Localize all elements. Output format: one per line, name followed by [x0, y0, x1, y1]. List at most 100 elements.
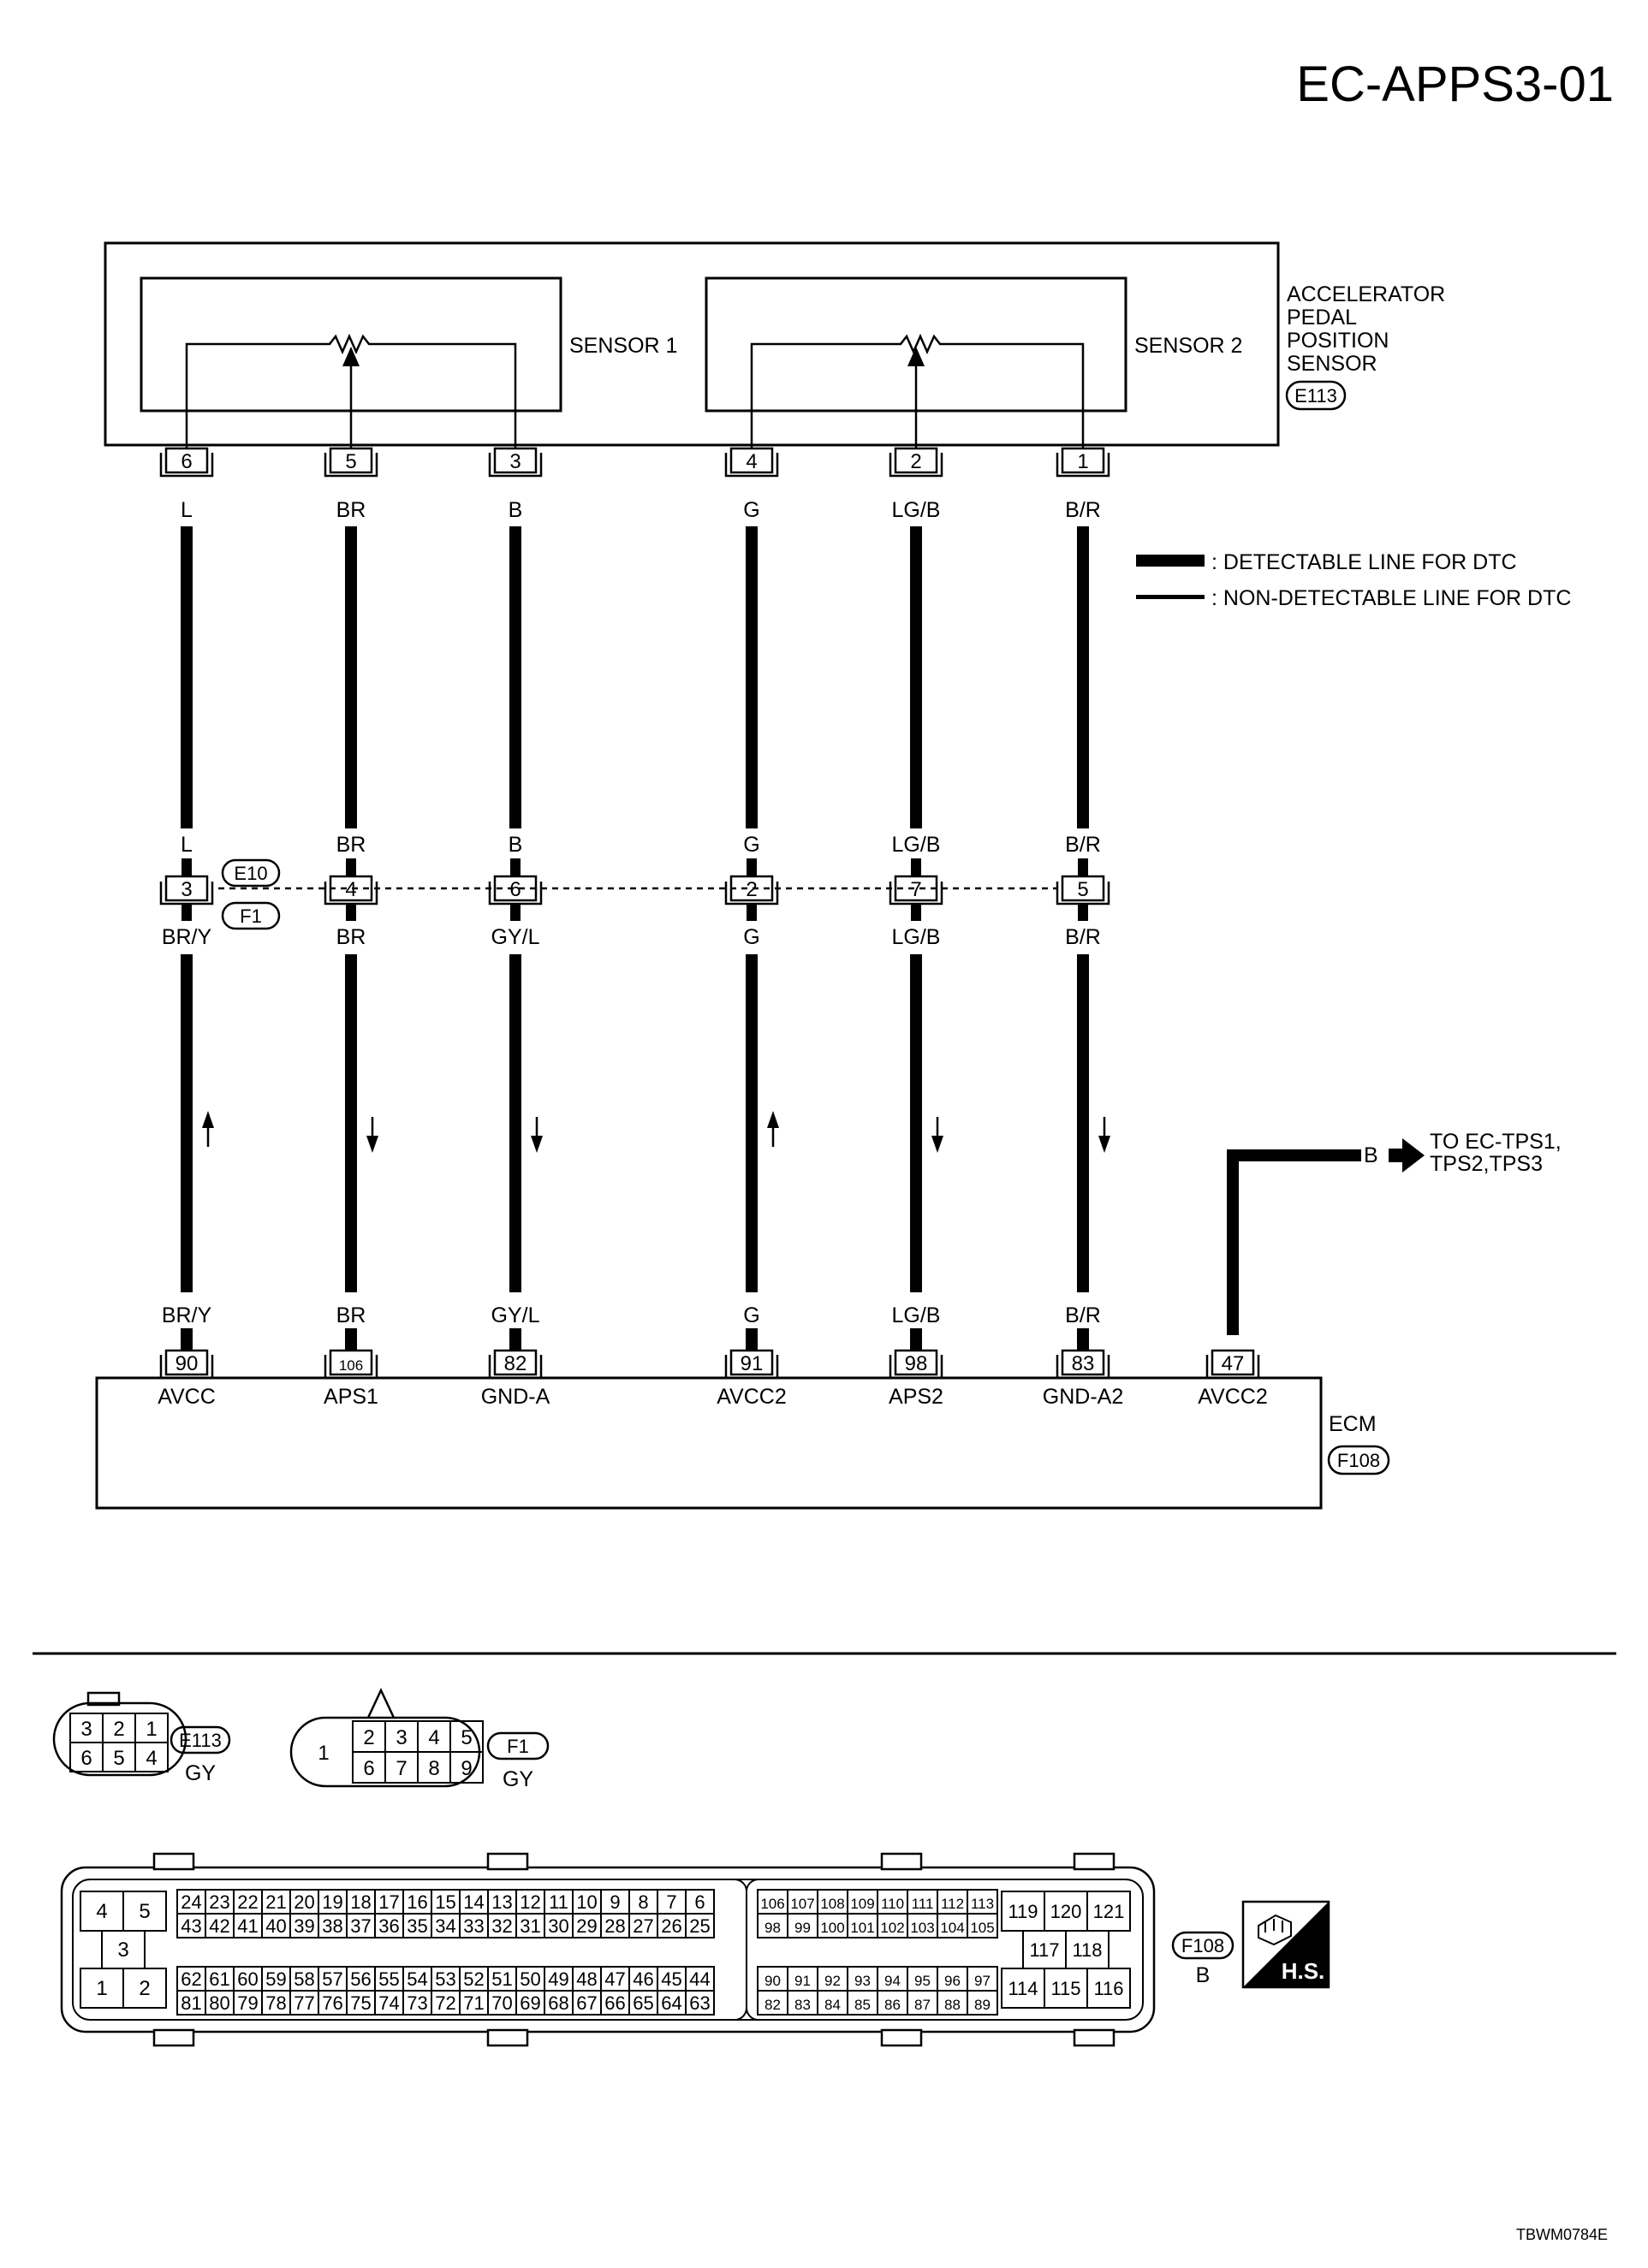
f108-view-pin-8: 8 [638, 1891, 648, 1913]
joint-pin-3-bottom-color: BR/Y [162, 925, 212, 949]
f1-view-id: F1 [507, 1736, 529, 1757]
ecm-pin-106-terminal-number: 106 [339, 1357, 363, 1374]
joint-pin-4-top-color: BR [336, 833, 366, 857]
ecm-pin-90-function: AVCC [158, 1385, 216, 1409]
f108-view-id: F108 [1181, 1935, 1224, 1956]
joint-connector-e10-f1: E10 F1 [218, 858, 1057, 930]
f108-view-pin-75: 75 [350, 1992, 371, 2014]
figure-code: TBWM0784E [1516, 2226, 1608, 2243]
sensor-pin-3-terminal-number: 3 [509, 450, 521, 473]
joint-pin-3-top-color: L [181, 833, 193, 857]
f108-view-pin-6: 6 [694, 1891, 705, 1913]
f108-view-pin-104: 104 [940, 1920, 964, 1936]
joint-pin-7-number: 7 [910, 878, 921, 901]
f108-view-pin-58: 58 [294, 1968, 314, 1990]
f108-connector-id: F108 [1337, 1450, 1380, 1471]
down-arrow-icon [531, 1136, 543, 1153]
f108-view-pin-53: 53 [435, 1968, 455, 1990]
ecm-unit: ECM F108 [95, 1376, 1390, 1510]
f108-view-pin-22: 22 [237, 1891, 258, 1913]
f1-view-pin-5: 5 [461, 1726, 472, 1749]
down-arrow-icon [931, 1136, 943, 1153]
ecm-label: ECM [1329, 1412, 1377, 1436]
f108-view-pin-18: 18 [350, 1891, 371, 1913]
joint-pin-5-top-color: B/R [1065, 833, 1101, 857]
sensor-pin-1-wire-color: B/R [1065, 498, 1101, 522]
joint-pin-2-top-color: G [743, 833, 759, 857]
f1-view-pin-2: 2 [363, 1726, 374, 1749]
f108-view-pin-76: 76 [322, 1992, 342, 2014]
f108-view-pin-10: 10 [576, 1891, 597, 1913]
f108-view-pin-94: 94 [884, 1973, 901, 1989]
f108-view-pin-17: 17 [378, 1891, 399, 1913]
f108-view-pin-44: 44 [689, 1968, 710, 1990]
sensor-pin-1-terminal: 1 [1056, 447, 1110, 478]
e113-connector-id: E113 [1294, 385, 1337, 407]
f108-view-pin-56: 56 [350, 1968, 371, 1990]
ecm-pin-83-terminal: 83 [1056, 1349, 1110, 1380]
e113-view-id: E113 [179, 1730, 222, 1751]
joint-pin-5-bottom-color: B/R [1065, 925, 1101, 949]
ecm-pin-47-number: 47 [1222, 1352, 1245, 1375]
e113-view-pin-1: 1 [146, 1718, 157, 1741]
ecm-pin-90-terminal-number: 90 [176, 1352, 199, 1375]
f108-view-pin-115: 115 [1050, 1978, 1080, 1999]
f108-view-pin-51: 51 [491, 1968, 512, 1990]
f108-view-pin-99: 99 [794, 1920, 811, 1936]
sensor-pin-4-terminal-number: 4 [746, 450, 757, 473]
ecm-pin-91-terminal-number: 91 [741, 1352, 764, 1375]
f1-view-pin-9: 9 [461, 1757, 472, 1780]
tps-destination-line-2: TPS2,TPS3 [1430, 1152, 1543, 1176]
e113-view-pin-2: 2 [113, 1718, 124, 1741]
f108-view-pin-9: 9 [610, 1891, 620, 1913]
sensor-pin-2-wire-color: LG/B [892, 498, 941, 522]
ecm-pin-82-terminal-number: 82 [504, 1352, 527, 1375]
f108-view-pin-85: 85 [854, 1997, 871, 2013]
joint-pin-2-number: 2 [746, 878, 757, 901]
f108-view-pin-38: 38 [322, 1915, 342, 1937]
f108-view-pin-121: 121 [1093, 1901, 1125, 1922]
joint-pin-6-top-color: B [509, 833, 523, 857]
sensor-pin-2-terminal-number: 2 [910, 450, 921, 473]
f108-view-pin-67: 67 [576, 1992, 597, 2014]
up-arrow-icon [767, 1111, 779, 1128]
f108-view-pin-57: 57 [322, 1968, 342, 1990]
f108-view-pin-1: 1 [96, 1977, 107, 2000]
f108-view-pin-37: 37 [350, 1915, 371, 1937]
ecm-pin-47-function: AVCC2 [1198, 1385, 1268, 1409]
f108-view-pin-40: 40 [265, 1915, 286, 1937]
f108-view-pin-3: 3 [117, 1938, 128, 1962]
sensor-name-line-4: SENSOR [1287, 352, 1377, 376]
f108-view-pin-77: 77 [294, 1992, 314, 2014]
joint-pin-5-number: 5 [1077, 878, 1088, 901]
f1-view-pin-7: 7 [396, 1757, 407, 1780]
joint-pin-7-bottom-color: LG/B [892, 925, 941, 949]
ecm-pin-83-function: GND-A2 [1043, 1385, 1123, 1409]
f108-view-pin-15: 15 [435, 1891, 455, 1913]
e113-view-pin-4: 4 [146, 1747, 157, 1770]
up-arrow-icon [202, 1111, 214, 1128]
f108-view-pin-84: 84 [824, 1997, 841, 2013]
sensor-pin-3-wire-color: B [509, 498, 523, 522]
f108-view-pin-63: 63 [689, 1992, 710, 2014]
f108-view-pin-52: 52 [463, 1968, 484, 1990]
ecm-pin-90-wire-color: BR/Y [162, 1303, 212, 1327]
f108-view-pin-42: 42 [209, 1915, 229, 1937]
f108-view-pin-109: 109 [850, 1896, 874, 1912]
sensor-pin-3-terminal: 3 [488, 447, 543, 478]
f108-view-pin-61: 61 [209, 1968, 229, 1990]
ecm-pin-83-terminal-number: 83 [1072, 1352, 1095, 1375]
e113-view-badge [170, 1725, 231, 1754]
diagram-title: EC-APPS3-01 [1296, 56, 1614, 112]
f108-view-pin-47: 47 [604, 1968, 625, 1990]
f108-view-pin-110: 110 [881, 1896, 904, 1912]
f108-view-pin-119: 119 [1008, 1901, 1038, 1922]
f108-view-pin-48: 48 [576, 1968, 597, 1990]
sensor-pin-5-wire-color: BR [336, 498, 366, 522]
f108-view-pin-14: 14 [463, 1891, 484, 1913]
sensor-pin-5-terminal: 5 [324, 447, 378, 478]
f108-view-pin-95: 95 [914, 1973, 931, 1989]
